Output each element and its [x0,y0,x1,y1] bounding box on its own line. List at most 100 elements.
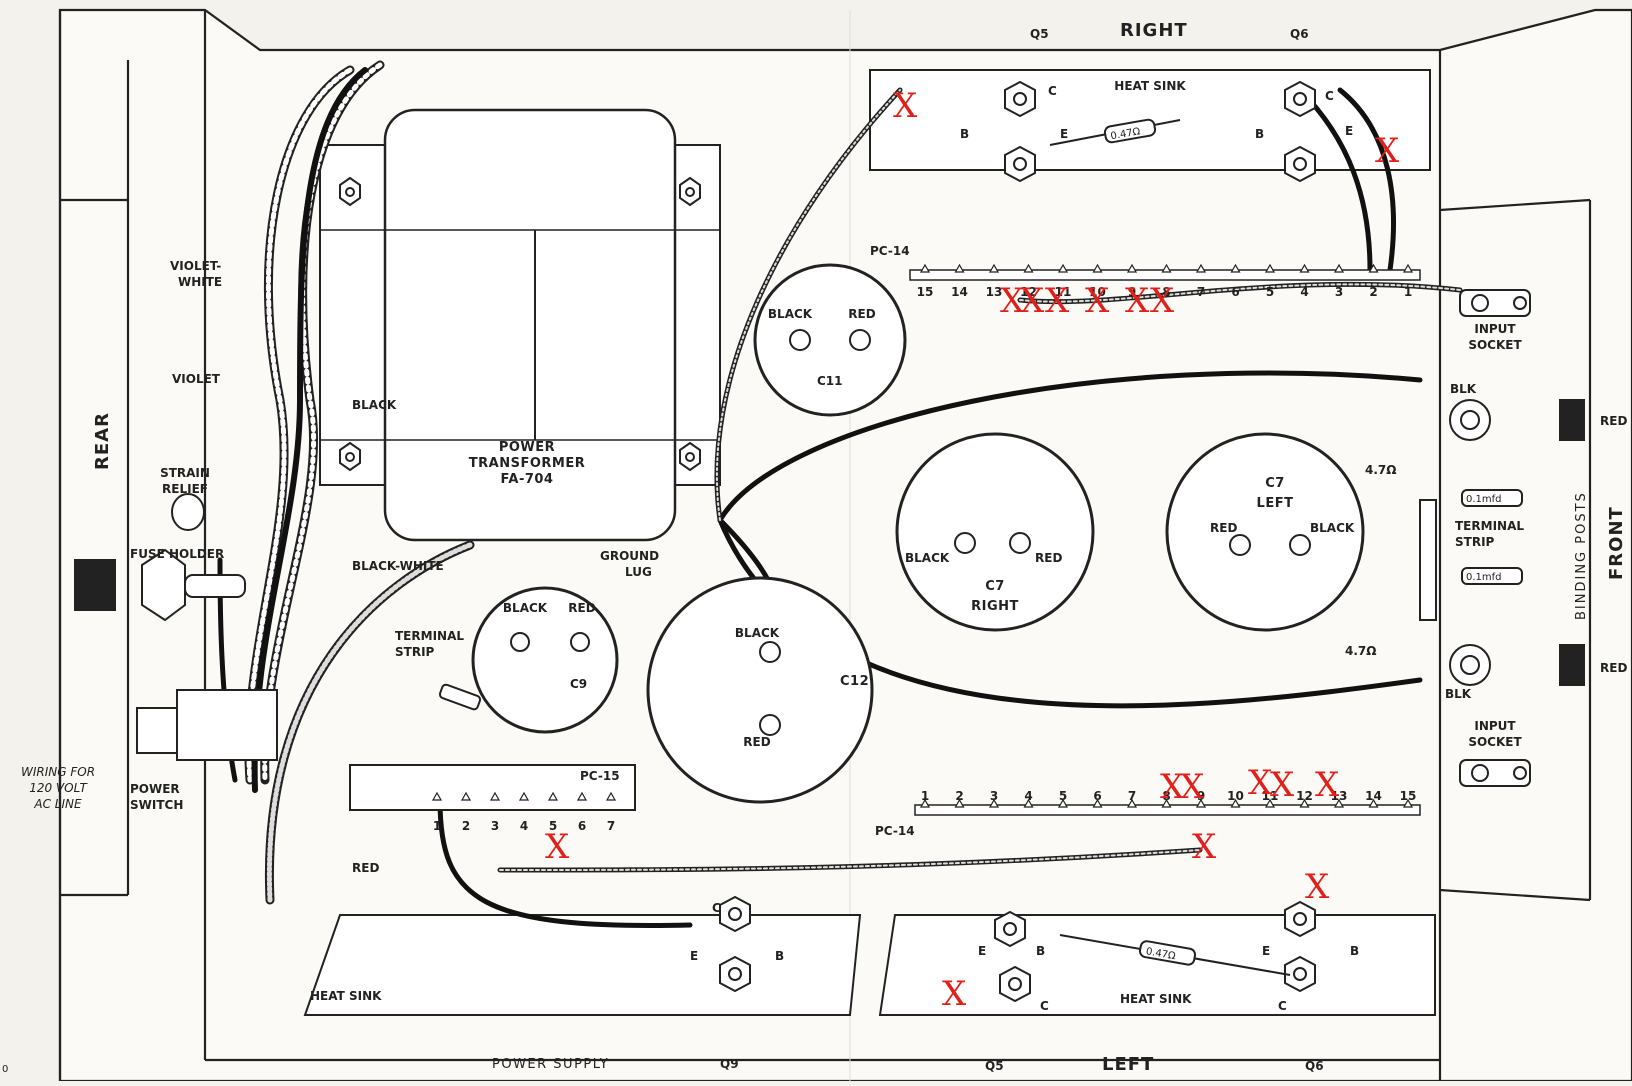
strain-relief-label-2: RELIEF [162,482,208,496]
board-pin-label: 3 [990,789,998,803]
board-pin-label: 2 [955,789,963,803]
terminal-strip-rear: TERMINAL STRIP [395,629,482,711]
c12-name: C12 [840,674,869,689]
board-pin-label: 8 [1162,285,1170,299]
q6-bottom-c: C [1278,999,1287,1013]
board-pin-label: 14 [1365,789,1382,803]
board-pin [1368,798,1379,808]
q6-bottom-label: Q6 [1305,1059,1324,1073]
c9-name: C9 [570,677,587,691]
board-pin-label: 14 [951,285,968,299]
red-x-mark: X [545,827,570,867]
red-x-mark: X [1305,867,1330,907]
board-pin-label: 5 [1266,285,1274,299]
heat-sink-top-label: HEAT SINK [1114,79,1186,93]
transistor-q5-top: C B E [960,80,1068,183]
power-switch-label-2: SWITCH [130,798,183,812]
binding-post-top-label: RED [1600,414,1627,428]
board-pin [1230,798,1241,808]
board-pin [1195,798,1207,808]
board-pin [605,791,617,801]
red-x-mark: X [1315,765,1340,805]
transformer-bolt [339,176,701,472]
c7-left-pos-label: RED [1210,521,1237,535]
power-switch-label-1: POWER [130,782,180,796]
board-pin-label: 2 [462,819,470,833]
black-white-label: BLACK-WHITE [352,559,444,573]
board-pin-label: 10 [1227,789,1244,803]
binding-post-bottom: RED [1449,644,1627,686]
front-terminal-strip-label-2: STRIP [1455,535,1495,549]
cap-top-value: 0.1mfd [1466,494,1502,505]
blk-bottom-label: BLK [1445,687,1472,701]
board-pin-label: 3 [491,819,499,833]
board-pin [547,791,559,801]
c11-pos-label: RED [848,307,875,321]
board-pin-label: 4 [520,819,528,833]
board-pin-label: 5 [1059,789,1067,803]
section-labels: RIGHT LEFT Q5 Q6 Q5 Q6 Q9 POWER SUPPLY R… [92,20,1627,1075]
board-pin [1126,798,1138,808]
ground-lug: GROUND LUG [600,549,659,579]
board-pin-label: 11 [1055,285,1072,299]
ground-lug-label-1: GROUND [600,549,659,563]
q9-b: B [775,949,784,963]
board-pin-label: 4 [1024,789,1032,803]
board-pin-label: 1 [1404,285,1412,299]
board-pin-label: 7 [1128,789,1136,803]
wiring-note-2: 120 VOLT [29,781,88,795]
board-pin [1161,263,1172,273]
board-pin [1161,798,1172,808]
transistor-q6-top: C B E [1255,80,1353,183]
board-pin [954,263,965,273]
board-pin [1264,263,1276,273]
board-pin-label: 13 [986,285,1003,299]
pc15-label: PC-15 [580,769,620,783]
board-pin-label: 1 [921,789,929,803]
c7-left-neg-label: BLACK [1310,521,1355,535]
strain-relief: STRAIN RELIEF [160,466,210,531]
q6-bottom-e: E [1262,944,1270,958]
input-socket-bottom: INPUT SOCKET [1459,719,1531,787]
ohm-bottom-label: 4.7Ω [1345,644,1376,658]
board-pin [1230,263,1241,273]
q6-top-c: C [1325,89,1334,103]
red-wire-label: RED [352,861,379,875]
c7-right-name-1: C7 [985,579,1005,594]
q9-c: C [712,901,721,915]
board-pin-label: 15 [917,285,934,299]
front-label: FRONT [1606,506,1627,580]
resistor-top: 0.47Ω [1049,118,1181,146]
board-pin-label: 6 [1231,285,1239,299]
c7-left-name-1: C7 [1265,476,1285,491]
transistor-q9: C E B [690,895,784,993]
c12-neg-label: BLACK [735,626,780,640]
board-pin [1264,798,1276,808]
board-pin [1299,263,1310,273]
transformer-label-1: POWER [499,440,555,455]
board-pin [460,791,472,801]
binding-post-bottom-label: RED [1600,661,1627,675]
board-pin-label: 12 [1020,285,1037,299]
q6-bottom-b: B [1350,944,1359,958]
board-pin [919,798,931,808]
black-wire-label: BLACK [352,398,397,412]
board-pin [1333,263,1345,273]
front-terminal-strip: 0.1mfd 0.1mfd TERMINAL STRIP 4.7Ω 4.7Ω B… [1345,382,1524,701]
board-pin [954,798,965,808]
capacitor-c7-left: RED BLACK C7 LEFT [1165,432,1365,632]
q5-bottom-c: C [1040,999,1049,1013]
c7-right-name-2: RIGHT [971,599,1019,614]
page-number: 0 [2,1064,8,1075]
capacitor-c11: BLACK RED C11 [753,263,907,417]
input-socket-top: INPUT SOCKET [1459,289,1531,352]
c11-neg-label: BLACK [768,307,813,321]
q5-bottom-e: E [978,944,986,958]
wiring [217,60,1463,928]
red-x-mark: X [1180,767,1205,807]
violet-white-label-1: VIOLET- [170,259,221,273]
red-x-mark: X [1248,763,1273,803]
transformer-label-2: TRANSFORMER [469,456,585,471]
